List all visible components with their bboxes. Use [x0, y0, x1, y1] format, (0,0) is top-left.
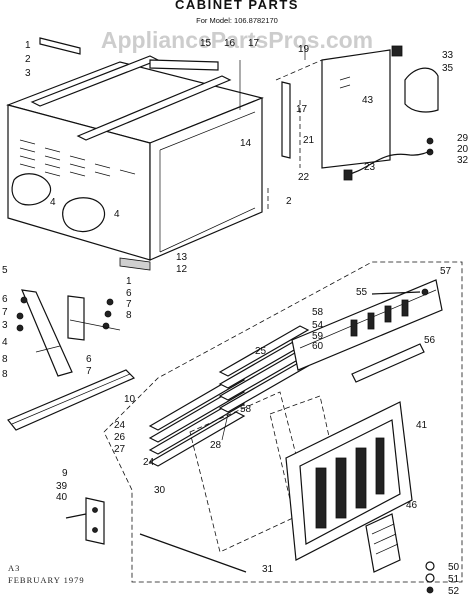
- callout: 22: [298, 172, 310, 183]
- front-grille: [285, 401, 413, 573]
- callout: 35: [442, 63, 454, 74]
- callout: 2: [25, 54, 31, 65]
- callout: 26: [114, 432, 126, 443]
- callout: 40: [56, 492, 68, 503]
- part-callouts: 1 2 3 15 16 17 19 33 35 43 17 14 21 22 2…: [2, 38, 469, 597]
- callout: 10: [124, 394, 136, 405]
- callout: 31: [262, 564, 274, 575]
- callout: 58: [240, 404, 252, 415]
- callout: 3: [2, 320, 8, 331]
- callout: 17: [296, 104, 308, 115]
- callout: 57: [440, 266, 452, 277]
- callout: 4: [114, 209, 120, 220]
- callout: 16: [224, 38, 236, 49]
- callout: 8: [2, 369, 8, 380]
- callout: 15: [200, 38, 212, 49]
- top-rails: [30, 37, 232, 141]
- callout: 8: [2, 354, 8, 365]
- callout: 13: [176, 252, 188, 263]
- callout: 50: [448, 562, 460, 573]
- control-bracket: [291, 279, 443, 383]
- callout: 25: [255, 346, 267, 357]
- callout: 6: [2, 294, 8, 305]
- callout: 52: [448, 586, 460, 597]
- footer-date: FEBRUARY 1979: [8, 575, 85, 585]
- callout: 19: [298, 44, 310, 55]
- callout: 51: [448, 574, 460, 585]
- callout: 6: [126, 288, 132, 299]
- callout: 32: [457, 155, 469, 166]
- callout: 7: [126, 299, 132, 310]
- hardware-lower-right: [425, 561, 435, 594]
- callout: 59: [312, 331, 324, 342]
- callout: 5: [2, 265, 8, 276]
- callout: 28: [210, 440, 222, 451]
- support-rail: [7, 369, 136, 431]
- callout: 17: [248, 38, 260, 49]
- callout: 60: [312, 341, 324, 352]
- callout: 33: [442, 50, 454, 61]
- model-number: For Model: 106.8782170: [196, 16, 278, 25]
- callout: 54: [312, 320, 324, 331]
- callout: 21: [303, 135, 315, 146]
- callout: 41: [416, 420, 428, 431]
- callout: 55: [356, 287, 368, 298]
- callout: 29: [457, 133, 469, 144]
- callout: 7: [2, 307, 8, 318]
- hardware-upper-right: [343, 45, 439, 181]
- callout: 20: [457, 144, 469, 155]
- callout: 39: [56, 481, 68, 492]
- callout: 2: [286, 196, 292, 207]
- callout: 24: [114, 420, 126, 431]
- callout: 24: [143, 457, 155, 468]
- footer-code: A3: [8, 563, 20, 573]
- pivot-rod: [139, 533, 247, 573]
- watermark: AppliancePartsPros.com: [101, 27, 373, 53]
- callout: 43: [362, 95, 374, 106]
- diagram-title: CABINET PARTS: [175, 0, 299, 12]
- callout: 14: [240, 138, 252, 149]
- cabinet-shell: [6, 61, 264, 271]
- callout: 30: [154, 485, 166, 496]
- callout: 4: [50, 197, 56, 208]
- callout: 6: [86, 354, 92, 365]
- callout: 1: [25, 40, 31, 51]
- side-strips: [239, 45, 306, 210]
- side-panel: [275, 49, 391, 169]
- front-assembly-boundary: [103, 261, 463, 583]
- callout: 1: [126, 276, 132, 287]
- callout: 3: [25, 68, 31, 79]
- hinge-bracket: [65, 497, 105, 545]
- callout: 46: [406, 500, 418, 511]
- callout: 7: [86, 366, 92, 377]
- mounting-bracket: [16, 289, 121, 377]
- callout: 23: [364, 162, 376, 173]
- callout: 8: [126, 310, 132, 321]
- callout: 27: [114, 444, 126, 455]
- callout: 58: [312, 307, 324, 318]
- callout: 4: [2, 337, 8, 348]
- callout: 9: [62, 468, 68, 479]
- callout: 56: [424, 335, 436, 346]
- louver-blades: [148, 325, 310, 467]
- callout: 12: [176, 264, 188, 275]
